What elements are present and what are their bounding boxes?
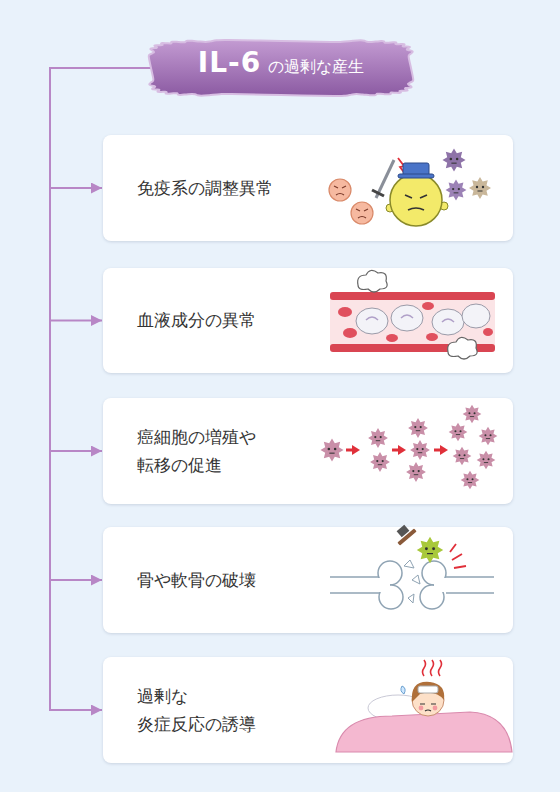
text-group: 過剰な 炎症反応の誘導 — [137, 657, 297, 763]
immune-cell — [386, 163, 448, 226]
connector-arrow — [50, 68, 151, 451]
fever-illustration — [336, 660, 512, 752]
text-group: 骨や軟骨の破壊 — [137, 527, 297, 633]
text-group: 癌細胞の増殖や 転移の促進 — [137, 398, 297, 504]
effect-box: 癌細胞の増殖や 転移の促進 — [103, 398, 513, 504]
cancer-illustration — [320, 405, 497, 490]
immune-illustration — [329, 148, 491, 226]
effect-box: 過剰な 炎症反応の誘導 — [103, 657, 513, 763]
effect-box: 骨や軟骨の破壊 — [103, 527, 513, 633]
box-label: 免疫系の調整異常 — [137, 174, 297, 202]
text-group: 血液成分の異常 — [137, 268, 297, 373]
sword — [372, 158, 406, 198]
bone-illustration — [330, 525, 494, 609]
vessel-illustration — [330, 270, 495, 359]
box-label: 癌細胞の増殖や 転移の促進 — [137, 423, 297, 479]
effect-box: 免疫系の調整異常 — [103, 135, 513, 241]
text-group: IL-6 の過剰な産生 — [148, 38, 414, 98]
badge-text: IL-6 — [198, 46, 261, 79]
title-badge: IL-6 の過剰な産生 — [148, 38, 414, 98]
text-group: 免疫系の調整異常 — [137, 135, 297, 241]
box-label: 過剰な 炎症反応の誘導 — [137, 682, 297, 738]
badge-text: の過剰な産生 — [268, 57, 364, 78]
box-label: 血液成分の異常 — [137, 306, 297, 334]
effect-box: 血液成分の異常 — [103, 268, 513, 373]
angry-cell — [329, 179, 373, 224]
badge-shape — [149, 40, 414, 96]
box-label: 骨や軟骨の破壊 — [137, 566, 297, 594]
